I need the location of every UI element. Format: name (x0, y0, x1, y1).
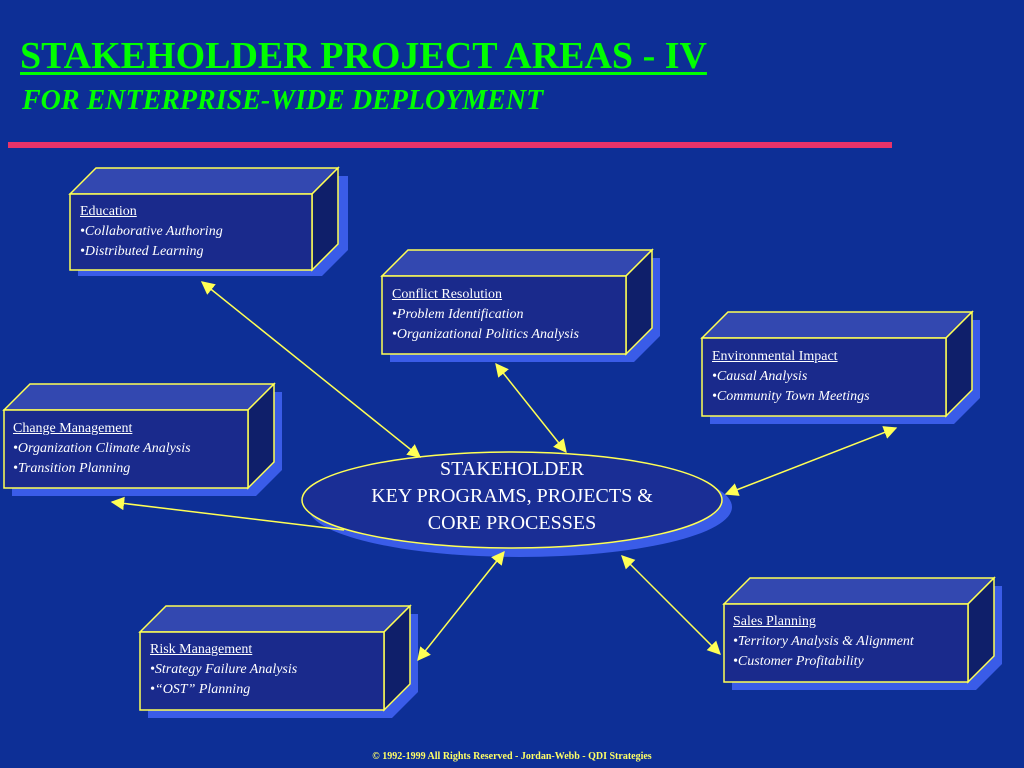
environmental-impact-heading: Environmental Impact (712, 349, 838, 364)
education-item-2: •Distributed Learning (80, 244, 204, 259)
arrow-sales-planning (621, 555, 721, 655)
conflict-resolution-box: Conflict Resolution •Problem Identificat… (392, 285, 579, 345)
education-box: Education •Collaborative Authoring •Dist… (80, 202, 223, 262)
change-management-heading: Change Management (13, 421, 133, 436)
risk-management-heading: Risk Management (150, 642, 253, 657)
copyright-footer: © 1992-1999 All Rights Reserved - Jordan… (372, 751, 652, 762)
title-divider (8, 142, 892, 148)
environmental-impact-item-2: •Community Town Meetings (712, 389, 870, 404)
education-heading: Education (80, 204, 137, 219)
environmental-impact-item-1: •Causal Analysis (712, 369, 808, 384)
risk-management-item-1: •Strategy Failure Analysis (150, 662, 298, 677)
center-line-1: STAKEHOLDER (440, 458, 584, 480)
arrow-environmental-impact (724, 426, 898, 496)
page-subtitle: FOR ENTERPRISE-WIDE DEPLOYMENT (22, 85, 544, 116)
sales-planning-box-shape (722, 576, 1002, 690)
change-management-box: Change Management •Organization Climate … (13, 419, 191, 479)
change-management-item-2: •Transition Planning (13, 461, 131, 476)
change-management-item-1: •Organization Climate Analysis (13, 441, 191, 456)
sales-planning-item-2: •Customer Profitability (733, 654, 864, 669)
sales-planning-box: Sales Planning •Territory Analysis & Ali… (733, 612, 914, 672)
education-item-1: •Collaborative Authoring (80, 224, 223, 239)
risk-management-item-2: •“OST” Planning (150, 682, 251, 697)
conflict-resolution-item-1: •Problem Identification (392, 307, 524, 322)
risk-management-box-shape (138, 604, 418, 718)
center-ellipse-shape (301, 451, 732, 557)
arrow-conflict-resolution (495, 362, 567, 454)
environmental-impact-box-shape (700, 310, 980, 424)
conflict-resolution-box-shape (380, 248, 660, 362)
conflict-resolution-item-2: •Organizational Politics Analysis (392, 327, 579, 342)
center-line-2: KEY PROGRAMS, PROJECTS & (371, 485, 653, 507)
education-box-shape (68, 166, 348, 276)
conflict-resolution-heading: Conflict Resolution (392, 287, 503, 302)
arrow-change-management (110, 496, 345, 531)
sales-planning-item-1: •Territory Analysis & Alignment (733, 634, 914, 649)
connector-arrows (110, 281, 898, 662)
arrow-education (200, 281, 422, 458)
center-line-3: CORE PROCESSES (427, 512, 597, 534)
risk-management-box: Risk Management •Strategy Failure Analys… (150, 640, 297, 700)
sales-planning-heading: Sales Planning (733, 614, 816, 629)
arrow-risk-management (417, 550, 505, 662)
environmental-impact-box: Environmental Impact •Causal Analysis •C… (712, 347, 870, 407)
center-label: STAKEHOLDER KEY PROGRAMS, PROJECTS & COR… (304, 456, 720, 537)
page-title: STAKEHOLDER PROJECT AREAS - IV (20, 35, 707, 77)
